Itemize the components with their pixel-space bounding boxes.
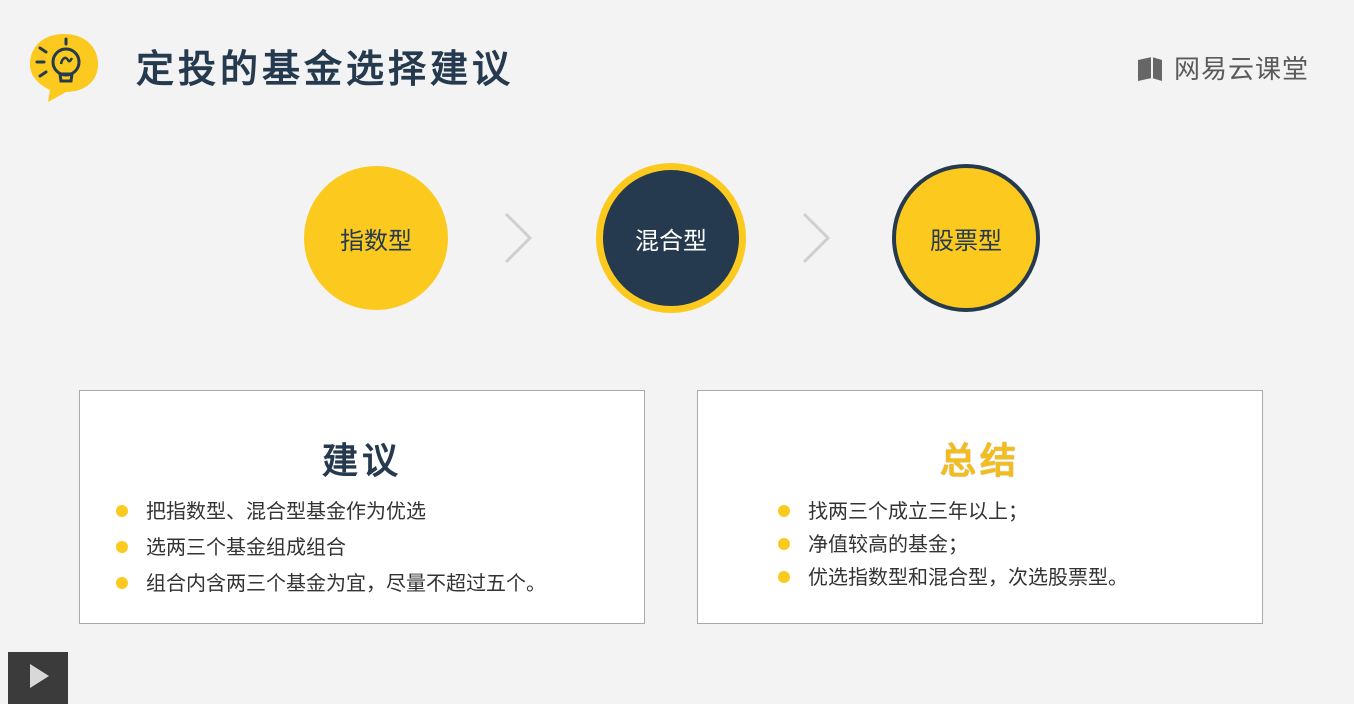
list-item-text: 选两三个基金组成组合 — [146, 535, 346, 559]
page-title: 定投的基金选择建议 — [136, 47, 515, 91]
list-item-text: 组合内含两三个基金为宜，尽量不超过五个。 — [146, 571, 546, 595]
list-item: 找两三个成立三年以上； — [778, 495, 1128, 528]
suggestion-panel — [79, 390, 645, 624]
summary-list: 找两三个成立三年以上； 净值较高的基金； 优选指数型和混合型，次选股票型。 — [778, 495, 1128, 594]
bullet-dot — [778, 505, 790, 517]
brand-logo: 网易云课堂 — [1134, 50, 1309, 90]
play-button[interactable] — [8, 652, 68, 704]
summary-title: 总结 — [939, 441, 1020, 482]
list-item-text: 找两三个成立三年以上； — [808, 499, 1028, 523]
step-index-fund: 指数型 — [304, 166, 448, 310]
bullet-dot — [778, 571, 790, 583]
bullet-dot — [116, 505, 128, 517]
list-item: 选两三个基金组成组合 — [116, 531, 546, 567]
list-item: 组合内含两三个基金为宜，尽量不超过五个。 — [116, 567, 546, 603]
bullet-dot — [116, 577, 128, 589]
step-stock-fund: 股票型 — [892, 164, 1040, 312]
list-item: 净值较高的基金； — [778, 528, 1128, 561]
suggestion-title: 建议 — [321, 441, 402, 482]
chevron-right-icon — [502, 210, 534, 266]
list-item: 优选指数型和混合型，次选股票型。 — [778, 561, 1128, 594]
list-item-text: 净值较高的基金； — [808, 532, 968, 556]
bullet-dot — [778, 538, 790, 550]
fund-type-steps: 指数型 混合型 股票型 — [0, 0, 1354, 340]
book-icon — [1134, 54, 1166, 86]
step-hybrid-fund: 混合型 — [596, 163, 746, 313]
list-item-text: 优选指数型和混合型，次选股票型。 — [808, 565, 1128, 589]
suggestion-list: 把指数型、混合型基金作为优选 选两三个基金组成组合 组合内含两三个基金为宜，尽量… — [116, 495, 546, 603]
list-item: 把指数型、混合型基金作为优选 — [116, 495, 546, 531]
summary-panel — [697, 390, 1263, 624]
bullet-dot — [116, 541, 128, 553]
brand-name: 网易云课堂 — [1174, 55, 1310, 85]
chevron-right-icon — [800, 210, 832, 266]
lightbulb-speech-bubble-icon — [26, 28, 102, 104]
play-icon — [23, 661, 53, 695]
list-item-text: 把指数型、混合型基金作为优选 — [146, 499, 426, 523]
